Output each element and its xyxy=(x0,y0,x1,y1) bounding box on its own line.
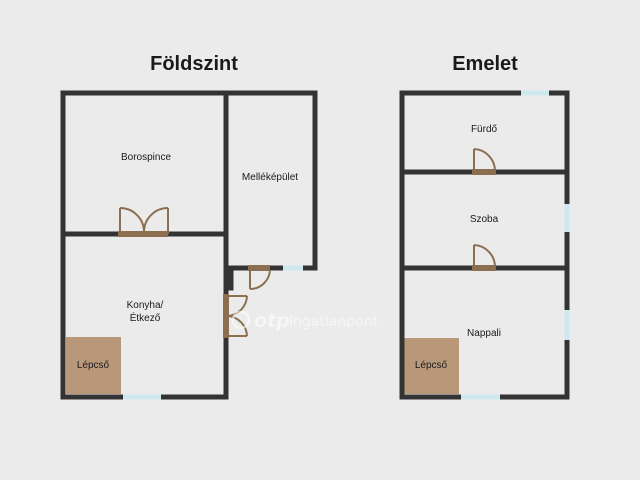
bathroom-door-icon xyxy=(472,148,497,175)
room-label-nappali: Nappali xyxy=(467,328,501,339)
watermark-brand: otp xyxy=(254,310,290,332)
room-door-icon xyxy=(472,244,497,271)
upper-windows xyxy=(461,90,570,400)
room-label-upper-lepcso: Lépcső xyxy=(415,360,448,371)
room-label-furdo: Fürdő xyxy=(471,124,498,135)
otp-watermark: otp Ingatlanpont xyxy=(231,310,379,332)
upper-floor-plan: Fürdő Szoba Nappali Lépcső xyxy=(399,90,570,400)
double-door-icon xyxy=(118,207,169,237)
ground-stair-area xyxy=(66,337,121,394)
annex-door-icon xyxy=(248,265,271,291)
room-label-mellekepulet: Melléképület xyxy=(242,172,298,183)
ground-floor-plan: Borospince Melléképület Konyha/ Étkező L… xyxy=(60,90,318,400)
upper-floor-title: Emelet xyxy=(452,53,518,75)
watermark-text: Ingatlanpont xyxy=(289,314,379,330)
watermark-logo-icon xyxy=(231,310,251,330)
upper-stair-area xyxy=(404,338,459,394)
room-label-konyha-line1: Konyha/ xyxy=(127,300,164,311)
room-label-ground-lepcso: Lépcső xyxy=(77,360,110,371)
room-label-borospince: Borospince xyxy=(121,152,171,163)
entrance-door-icon xyxy=(223,294,248,338)
ground-floor-title: Földszint xyxy=(150,53,238,75)
room-label-szoba: Szoba xyxy=(470,214,499,225)
room-label-konyha-line2: Étkező xyxy=(130,311,161,324)
ground-windows xyxy=(123,265,303,400)
